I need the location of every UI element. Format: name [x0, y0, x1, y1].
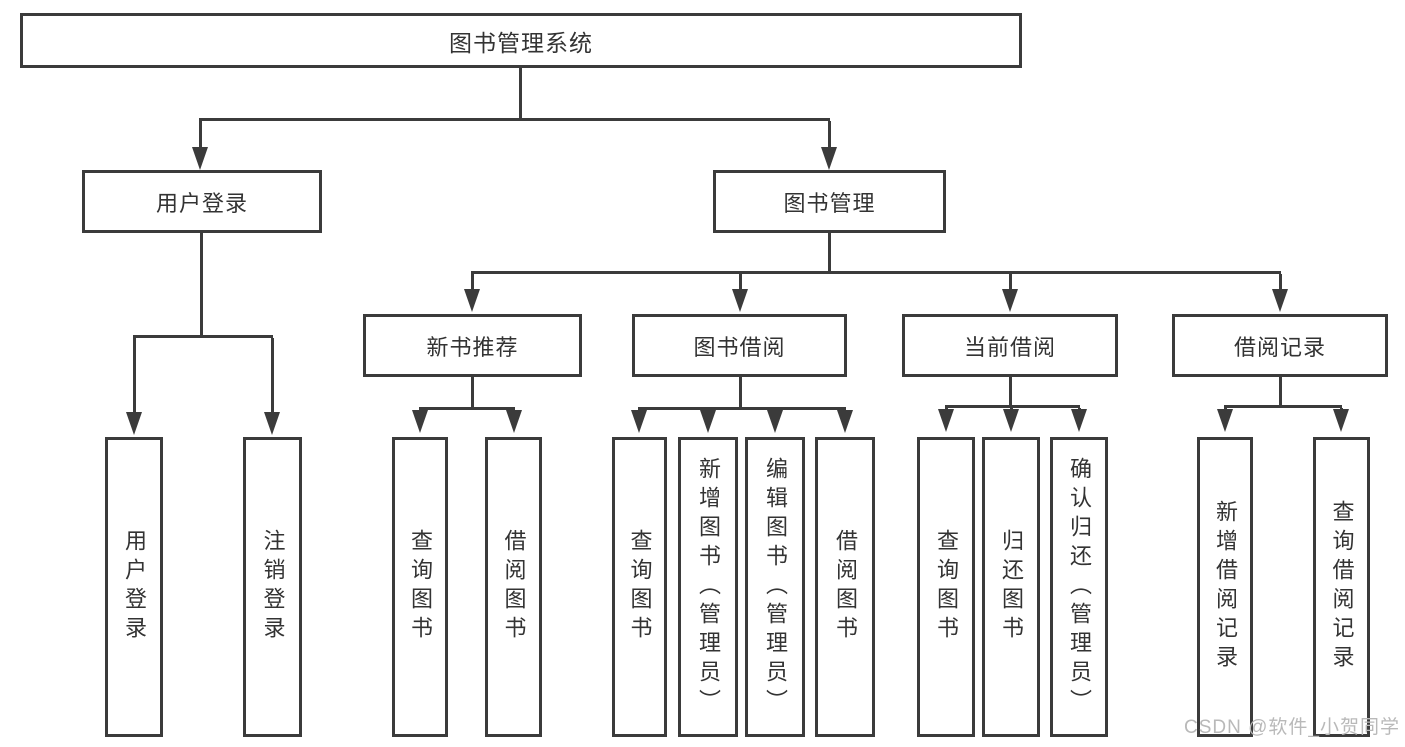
connector-line: [1224, 405, 1342, 408]
connector-line: [945, 405, 1080, 408]
connector-line: [271, 338, 274, 415]
arrowhead-down: [1272, 289, 1288, 312]
arrowhead-down: [821, 147, 837, 170]
connector-line: [828, 121, 831, 150]
connector-line: [739, 376, 742, 410]
arrowhead-down: [938, 409, 954, 432]
node-library-management-system: 图书管理系统: [20, 13, 1022, 68]
connector-line: [471, 271, 1281, 274]
node-borrowing-records: 借阅记录: [1172, 314, 1388, 377]
arrowhead-down: [506, 410, 522, 433]
leaf-query-books-current: 查询图书: [917, 437, 975, 737]
leaf-return-books: 归还图书: [982, 437, 1040, 737]
node-new-book-recommendation: 新书推荐: [363, 314, 582, 377]
connector-line: [471, 376, 474, 410]
leaf-add-book-admin: 新增图书（管理员）: [678, 437, 738, 737]
arrowhead-down: [732, 289, 748, 312]
node-current-borrowing: 当前借阅: [902, 314, 1118, 377]
leaf-borrow-books-recommendation: 借阅图书: [485, 437, 542, 737]
arrowhead-down: [1003, 409, 1019, 432]
arrowhead-down: [126, 412, 142, 435]
leaf-logout: 注销登录: [243, 437, 302, 737]
connector-line: [199, 121, 202, 150]
arrowhead-down: [1217, 409, 1233, 432]
node-user-login: 用户登录: [82, 170, 322, 233]
arrowhead-down: [1071, 409, 1087, 432]
connector-line: [133, 335, 273, 338]
leaf-add-borrow-record: 新增借阅记录: [1197, 437, 1253, 737]
connector-line: [200, 232, 203, 338]
leaf-query-books-borrowing: 查询图书: [612, 437, 667, 737]
watermark: CSDN @软件_小贺同学: [1184, 717, 1400, 738]
connector-line: [133, 338, 136, 415]
node-book-borrowing: 图书借阅: [632, 314, 847, 377]
connector-line: [638, 407, 846, 410]
connector-line: [471, 274, 474, 292]
arrowhead-down: [192, 147, 208, 170]
arrowhead-down: [1333, 409, 1349, 432]
node-book-management: 图书管理: [713, 170, 946, 233]
connector-line: [1279, 376, 1282, 408]
arrowhead-down: [412, 410, 428, 433]
arrowhead-down: [837, 410, 853, 433]
arrowhead-down: [767, 410, 783, 433]
connector-line: [828, 232, 831, 274]
arrowhead-down: [1002, 289, 1018, 312]
connector-line: [1009, 274, 1012, 292]
leaf-user-login: 用户登录: [105, 437, 163, 737]
leaf-borrow-books-borrowing: 借阅图书: [815, 437, 875, 737]
connector-line: [1279, 274, 1282, 292]
leaf-edit-book-admin: 编辑图书（管理员）: [745, 437, 805, 737]
connector-line: [519, 67, 522, 121]
leaf-confirm-return-admin: 确认归还（管理员）: [1050, 437, 1108, 737]
leaf-query-books-recommendation: 查询图书: [392, 437, 448, 737]
connector-line: [739, 274, 742, 292]
arrowhead-down: [264, 412, 280, 435]
connector-line: [199, 118, 830, 121]
arrowhead-down: [631, 410, 647, 433]
connector-line: [419, 407, 515, 410]
arrowhead-down: [464, 289, 480, 312]
arrowhead-down: [700, 410, 716, 433]
leaf-query-borrow-record: 查询借阅记录: [1313, 437, 1370, 737]
connector-line: [1009, 376, 1012, 408]
